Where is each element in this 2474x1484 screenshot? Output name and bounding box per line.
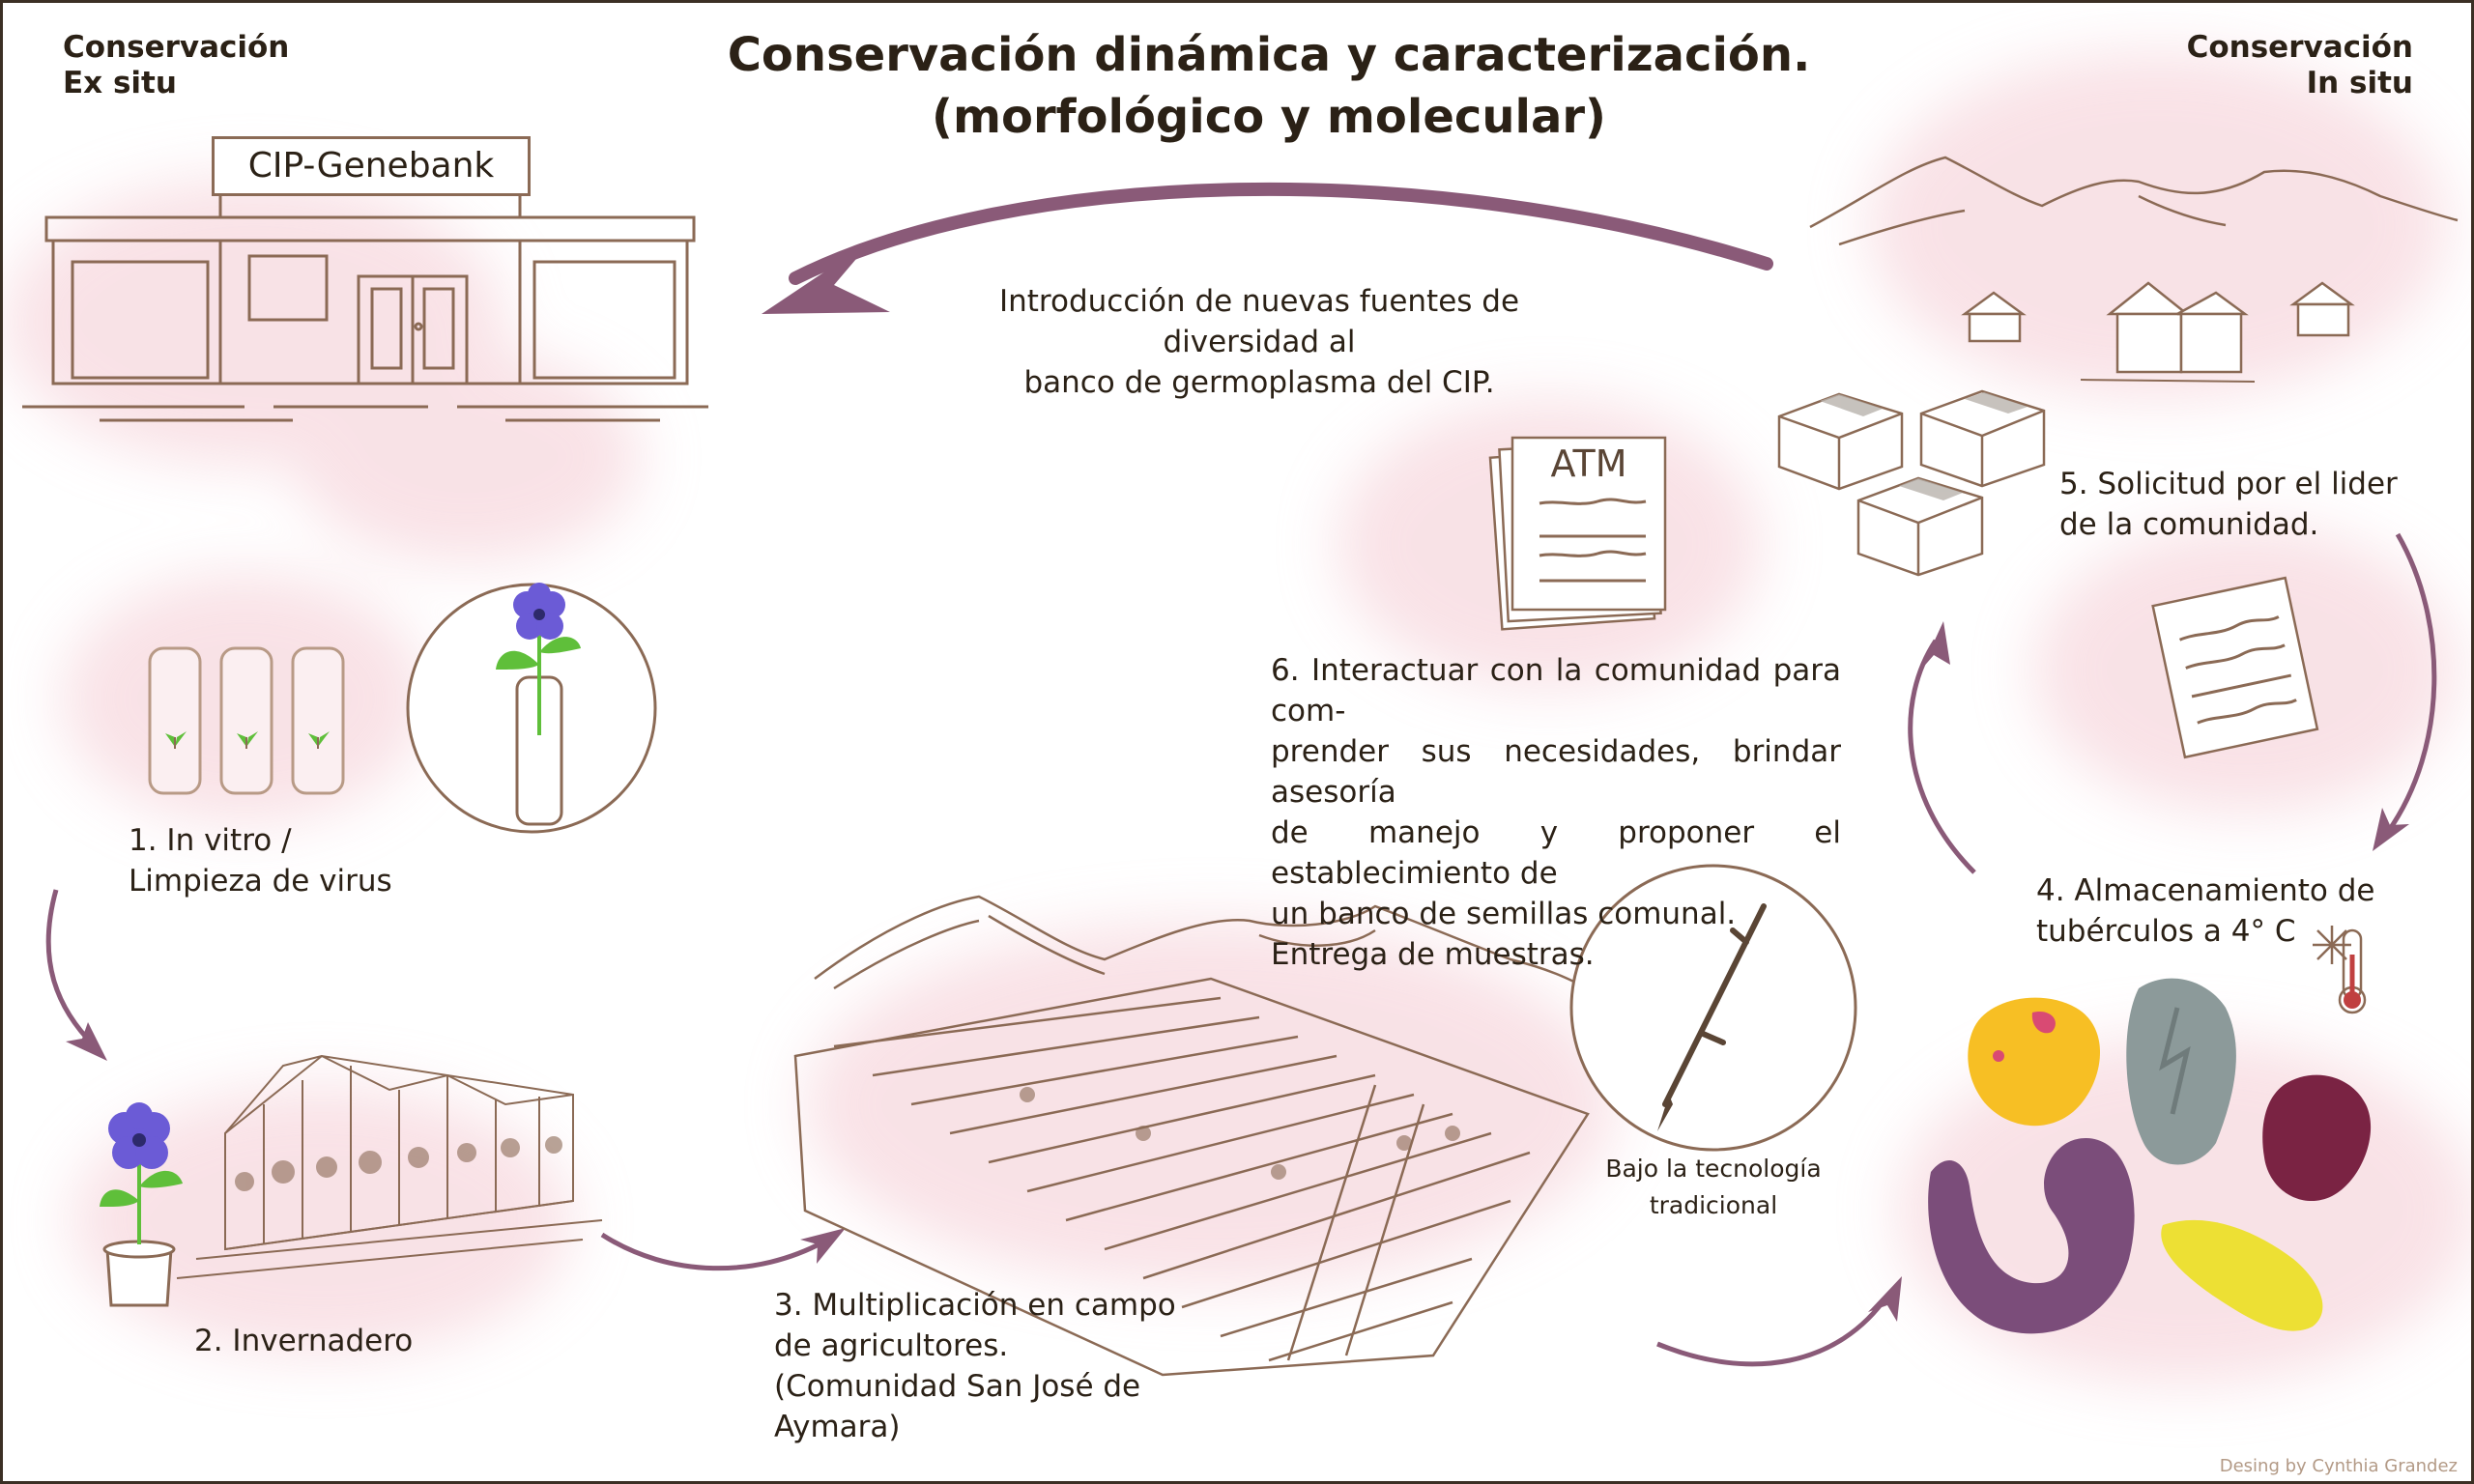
page-title: Conservación dinámica y caracterización.… xyxy=(544,24,1994,148)
document-icon xyxy=(1488,436,1667,631)
greenhouse-icon xyxy=(176,1054,603,1279)
atm-label: ATM xyxy=(1550,442,1627,485)
arrow-1-to-2 xyxy=(45,889,107,1061)
cardboard-boxes-icon xyxy=(1777,389,2046,577)
credit-text: Desing by Cynthia Grandez xyxy=(2219,1456,2458,1477)
intro-text: Introducción de nuevas fuentes de divers… xyxy=(998,284,1520,400)
step-1-label: 1. In vitro / Limpieza de virus xyxy=(129,823,392,899)
potted-flower-icon xyxy=(100,1102,183,1307)
flower-in-tube-icon xyxy=(406,583,657,834)
title-line-1: Conservación dinámica y caracterización. xyxy=(727,28,1811,82)
step-6-label: 6. Interactuar con la comunidad para com… xyxy=(1271,653,1841,972)
mountain-village-icon xyxy=(1809,156,2459,383)
foot-plough-icon xyxy=(1569,864,1857,1152)
building-icon xyxy=(22,190,708,422)
step-2-label: 2. Invernadero xyxy=(194,1324,414,1358)
genebank-sign: CIP-Genebank xyxy=(212,136,531,196)
arrow-3-to-4 xyxy=(1656,1276,1902,1367)
traditional-label: Bajo la tecnología tradicional xyxy=(1605,1155,1822,1219)
step-5-label: 5. Solicitud por el lider de la comunida… xyxy=(2059,467,2398,542)
arrow-5-to-4 xyxy=(2373,532,2437,851)
title-line-2: (morfológico y molecular) xyxy=(932,90,1606,144)
potato-tubers-icon xyxy=(1928,978,2372,1334)
arrow-2-to-3 xyxy=(600,1228,846,1271)
test-tube-icon xyxy=(148,646,345,795)
in-situ-heading: Conservación In situ xyxy=(2186,30,2413,101)
step-3-label: 3. Multiplicación en campo de agricultor… xyxy=(774,1288,1176,1444)
step-4-label: 4. Almacenamiento de tubérculos a 4° C xyxy=(2036,873,2375,949)
ex-situ-heading: Conservación Ex situ xyxy=(63,30,290,101)
request-document-icon xyxy=(2151,576,2319,759)
farm-field-icon xyxy=(793,895,1590,1377)
snowflake-thermometer-icon xyxy=(2313,926,2367,1014)
big-return-arrow xyxy=(762,182,1773,314)
arrow-4-to-6 xyxy=(1908,621,1976,874)
